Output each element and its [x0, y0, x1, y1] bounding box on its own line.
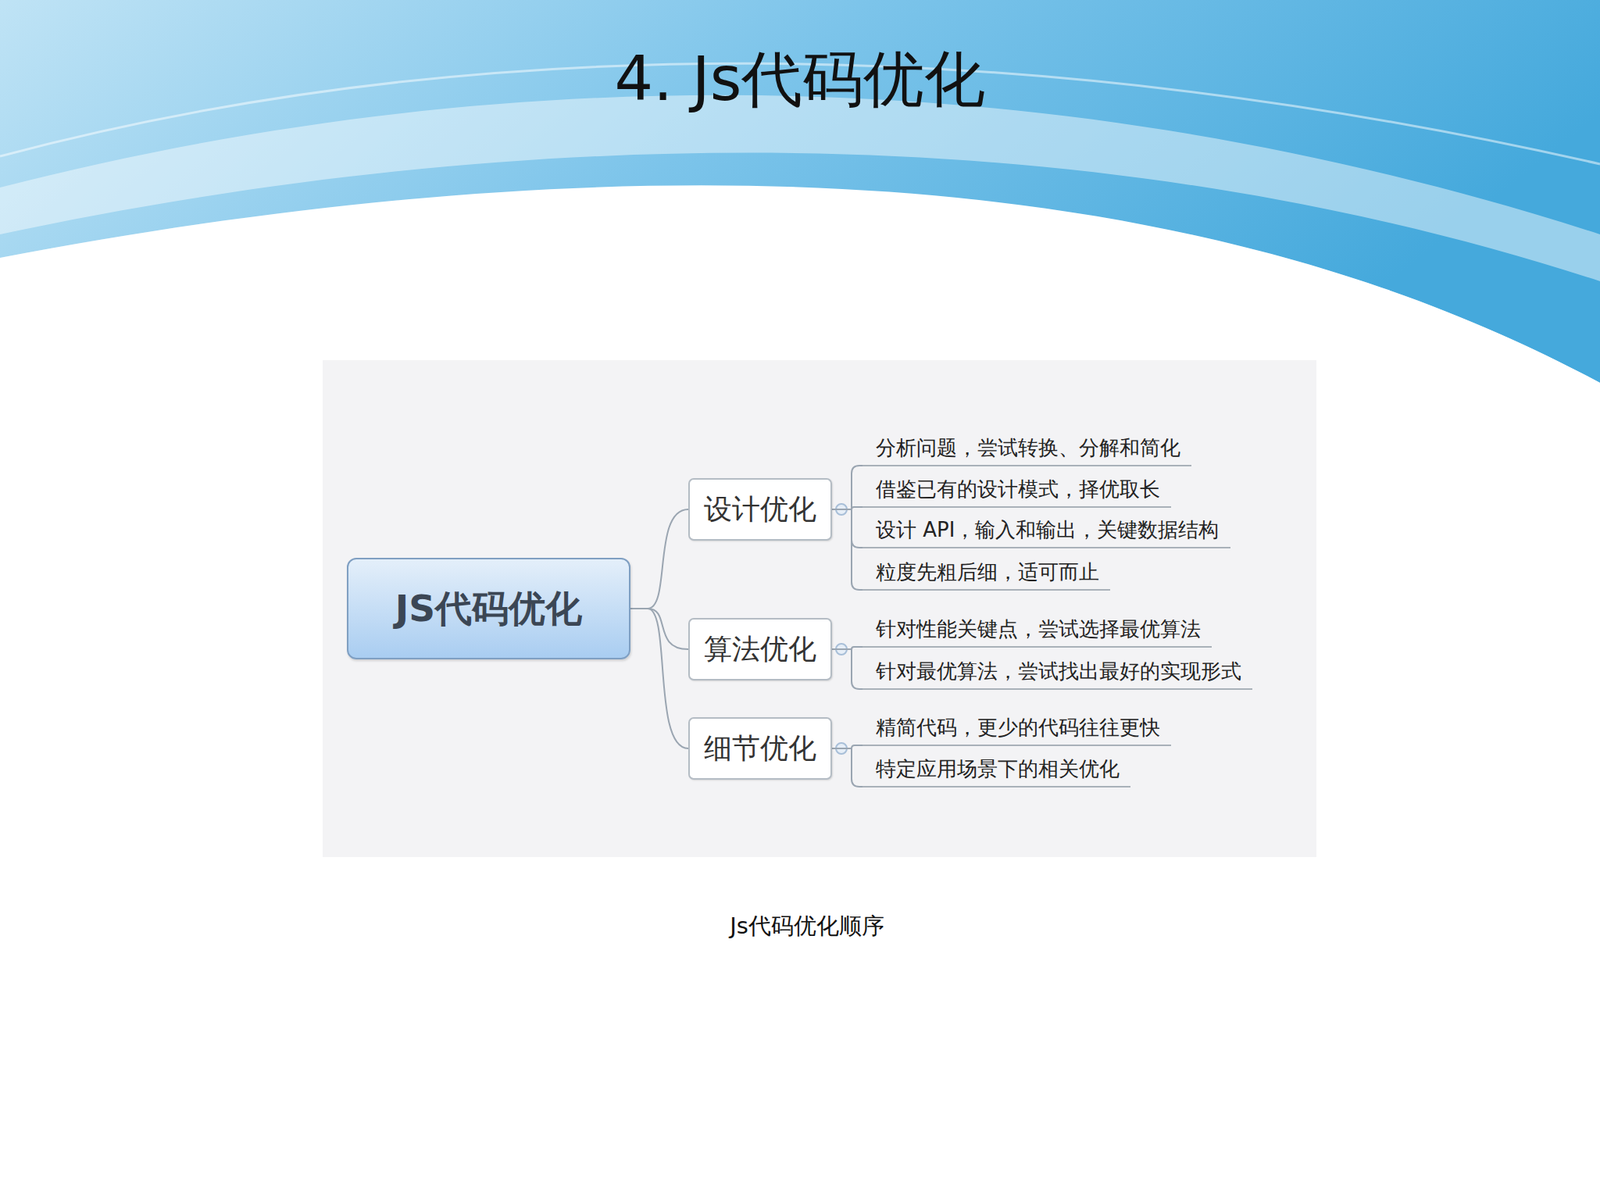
slide-title: 4. Js代码优化: [0, 39, 1600, 122]
branch-topic: 算法优化: [688, 617, 833, 681]
mindmap-connector: [832, 509, 863, 548]
mindmap-connector: [630, 608, 689, 650]
mindmap-connector: [832, 465, 863, 510]
topic-text: 精简代码，更少的代码往往更快: [875, 714, 1161, 742]
mindmap-panel: [322, 360, 1317, 858]
topic-text: 特定应用场景下的相关优化: [875, 755, 1120, 783]
topic-text: JS代码优化: [395, 584, 583, 634]
mindmap-connector: [832, 509, 863, 590]
leaf-topic: 分析问题，尝试转换、分解和简化: [862, 430, 1192, 467]
leaf-topic: 设计 API，输入和输出，关键数据结构: [862, 512, 1231, 549]
figure-caption: Js代码优化顺序: [0, 910, 1600, 943]
leaf-topic: 精简代码，更少的代码往往更快: [862, 710, 1172, 747]
leaf-topic: 借鉴已有的设计模式，择优取长: [862, 471, 1172, 508]
topic-text: 分析问题，尝试转换、分解和简化: [875, 434, 1181, 462]
topic-text: 针对性能关键点，尝试选择最优算法: [875, 615, 1201, 643]
leaf-topic: 针对性能关键点，尝试选择最优算法: [862, 611, 1212, 648]
topic-text: 粒度先粗后细，适可而止: [875, 558, 1100, 586]
mindmap-connector: [832, 748, 863, 787]
branch-topic: 设计优化: [688, 478, 833, 541]
topic-text: 针对最优算法，尝试找出最好的实现形式: [875, 657, 1242, 686]
mindmap-connector: [832, 649, 863, 690]
topic-text: 细节优化: [703, 729, 817, 768]
root-topic: JS代码优化: [346, 557, 631, 660]
leaf-topic: 粒度先粗后细，适可而止: [862, 554, 1111, 591]
topic-text: 算法优化: [703, 630, 817, 669]
branch-topic: 细节优化: [688, 717, 833, 780]
topic-text: 设计优化: [703, 490, 817, 529]
mindmap-connector: [630, 608, 689, 749]
leaf-topic: 特定应用场景下的相关优化: [862, 751, 1131, 788]
topic-text: 借鉴已有的设计模式，择优取长: [875, 475, 1161, 504]
topic-text: 设计 API，输入和输出，关键数据结构: [875, 516, 1219, 544]
leaf-topic: 针对最优算法，尝试找出最好的实现形式: [862, 653, 1253, 690]
mindmap-connector: [630, 509, 689, 609]
